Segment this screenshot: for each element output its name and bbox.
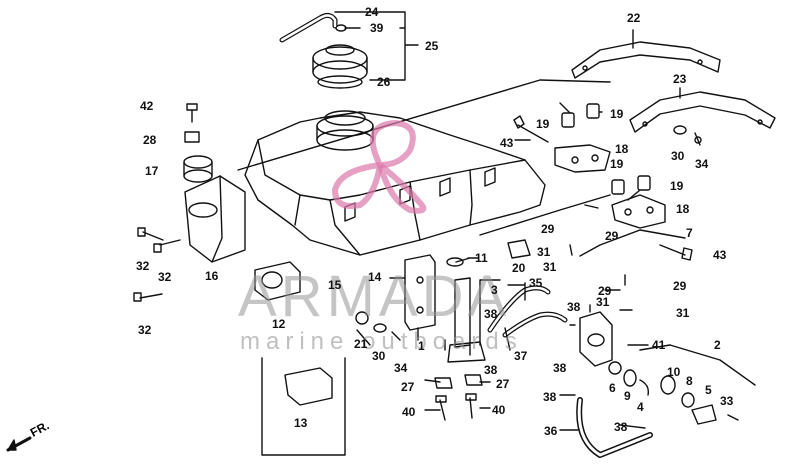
callout-38-e: 38 — [543, 390, 557, 404]
callout-43-b: 43 — [713, 248, 727, 262]
callout-31-b: 31 — [543, 260, 557, 274]
callout-32-a: 32 — [136, 259, 150, 273]
callout-13: 13 — [294, 416, 308, 430]
callout-26: 26 — [377, 75, 391, 89]
callout-40-b: 40 — [492, 403, 506, 417]
callout-19-b: 19 — [610, 107, 624, 121]
callout-32-c: 32 — [138, 323, 152, 337]
callout-21: 21 — [354, 337, 368, 351]
callout-12: 12 — [272, 317, 286, 331]
callout-18-b: 18 — [676, 202, 690, 216]
bracket-23 — [629, 91, 776, 133]
callout-5: 5 — [705, 383, 712, 397]
bracket-22 — [571, 41, 721, 79]
callout-16: 16 — [205, 269, 219, 283]
callout-17: 17 — [145, 164, 159, 178]
callout-35: 35 — [529, 276, 543, 290]
callout-20: 20 — [512, 261, 526, 275]
callout-40-a: 40 — [402, 405, 416, 419]
watermark-title: ARMADA — [238, 264, 511, 329]
callout-36: 36 — [544, 424, 558, 438]
callout-34-a: 34 — [695, 157, 709, 171]
callout-33: 33 — [720, 394, 734, 408]
callout-29-c: 29 — [598, 284, 612, 298]
callout-31-c: 31 — [596, 295, 610, 309]
callout-2: 2 — [714, 338, 721, 352]
callout-29-b: 29 — [605, 229, 619, 243]
callout-38-b: 38 — [484, 307, 498, 321]
callout-30-a: 30 — [671, 149, 685, 163]
watermark-subtitle: marine outboards — [240, 328, 523, 355]
callout-32-b: 32 — [158, 270, 172, 284]
callout-9: 9 — [624, 389, 631, 403]
callout-34-b: 34 — [394, 361, 408, 375]
callout-42: 42 — [140, 99, 154, 113]
callout-38-c: 38 — [553, 361, 567, 375]
callout-39: 39 — [370, 21, 384, 35]
callout-4: 4 — [637, 400, 644, 414]
callout-43-a: 43 — [500, 136, 514, 150]
callout-27-a: 27 — [401, 380, 415, 394]
callout-31-a: 31 — [537, 245, 551, 259]
callout-18-a: 18 — [615, 142, 629, 156]
callout-38-f: 38 — [614, 420, 628, 434]
callout-30-b: 30 — [372, 349, 386, 363]
fuel-cap — [312, 46, 368, 70]
armada-logo-watermark — [331, 119, 427, 214]
callout-37: 37 — [514, 349, 528, 363]
callout-28: 28 — [143, 133, 157, 147]
callout-19-d: 19 — [670, 179, 684, 193]
callout-24: 24 — [365, 5, 379, 19]
callout-38-a: 38 — [567, 300, 581, 314]
bracket-16 — [184, 175, 246, 263]
fuel-tank-body — [244, 111, 546, 256]
callout-25: 25 — [425, 39, 439, 53]
callout-41: 41 — [652, 338, 666, 352]
callout-19-c: 19 — [610, 157, 624, 171]
callout-7: 7 — [686, 226, 693, 240]
callout-1: 1 — [418, 339, 425, 353]
callout-10: 10 — [667, 365, 681, 379]
callout-27-b: 27 — [496, 377, 510, 391]
callout-23: 23 — [673, 72, 687, 86]
callout-8: 8 — [686, 374, 693, 388]
callout-22: 22 — [627, 11, 641, 25]
callout-38-d: 38 — [484, 363, 498, 377]
callout-3: 3 — [491, 283, 498, 297]
callout-6: 6 — [609, 381, 616, 395]
callout-14: 14 — [368, 270, 382, 284]
callout-29-a: 29 — [541, 222, 555, 236]
callout-11: 11 — [475, 251, 488, 265]
callout-15: 15 — [328, 278, 342, 292]
callout-19-a: 19 — [536, 117, 550, 131]
callout-31-d: 31 — [676, 306, 690, 320]
callout-29-d: 29 — [673, 279, 687, 293]
